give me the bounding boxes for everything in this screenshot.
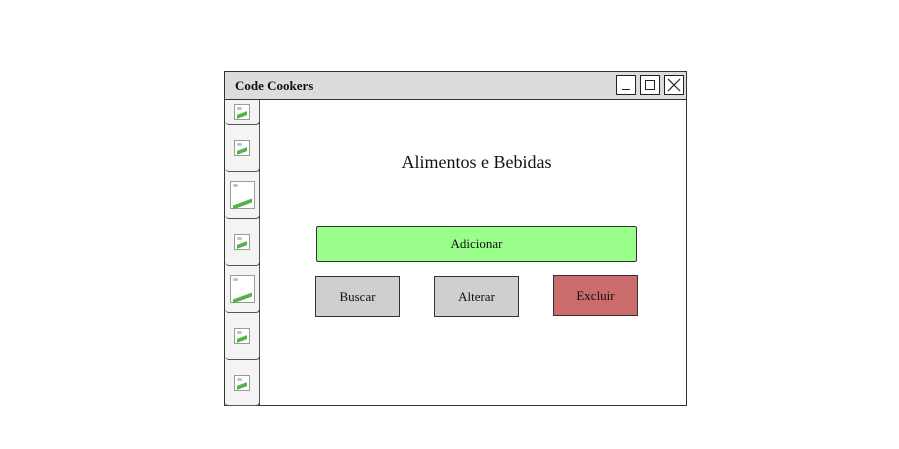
sidebar-item-1[interactable] [225, 100, 260, 125]
sidebar-item-2[interactable] [225, 125, 260, 172]
sidebar-item-6[interactable] [225, 313, 260, 360]
close-button[interactable] [664, 75, 684, 95]
delete-button[interactable]: Excluir [553, 275, 638, 316]
search-button[interactable]: Buscar [315, 276, 400, 317]
sidebar-item-5[interactable] [225, 266, 260, 313]
page-title: Alimentos e Bebidas [401, 152, 552, 172]
title-bar[interactable]: Code Cookers [225, 72, 686, 100]
app-window: Code Cookers Ali [224, 71, 687, 406]
image-placeholder-icon [230, 275, 255, 303]
close-icon [667, 78, 681, 92]
sidebar-item-4[interactable] [225, 219, 260, 266]
add-button[interactable]: Adicionar [316, 226, 637, 262]
edit-button[interactable]: Alterar [434, 276, 519, 317]
maximize-button[interactable] [640, 75, 660, 95]
sidebar [225, 100, 260, 406]
sidebar-item-7[interactable] [225, 360, 260, 406]
sidebar-item-3[interactable] [225, 172, 260, 219]
image-placeholder-icon [234, 234, 250, 250]
minimize-button[interactable] [616, 75, 636, 95]
image-placeholder-icon [230, 181, 255, 209]
image-placeholder-icon [234, 374, 250, 391]
image-placeholder-icon [234, 328, 250, 344]
image-placeholder-icon [234, 140, 250, 156]
window-title: Code Cookers [235, 78, 314, 93]
image-placeholder-icon [234, 104, 250, 120]
